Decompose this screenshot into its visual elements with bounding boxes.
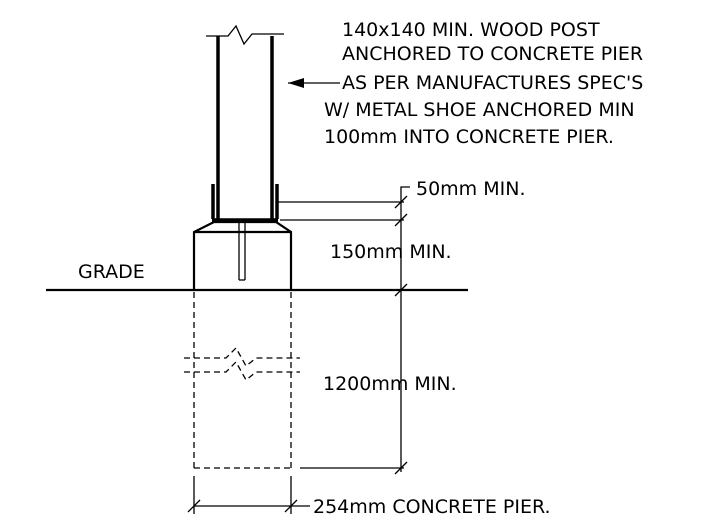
dim-depth-label: 1200mm MIN.: [323, 373, 457, 395]
tick-width-right: [284, 499, 298, 513]
note-line-2: ANCHORED TO CONCRETE PIER: [342, 43, 643, 65]
tick-shoe-base: [394, 213, 408, 227]
note-line-4: W/ METAL SHOE ANCHORED MIN: [324, 99, 635, 121]
vertical-dimensions: 50mm MIN. 150mm MIN. 1200mm MIN.: [278, 178, 525, 475]
pier-break-top: [184, 346, 300, 367]
post-break-symbol: [206, 24, 284, 46]
dim-above-grade-label: 150mm MIN.: [330, 241, 452, 263]
tick-grade: [394, 283, 408, 297]
concrete-pier-top: [192, 220, 293, 290]
dim-width-label: 254mm CONCRETE PIER.: [313, 496, 551, 518]
grade-label: GRADE: [78, 261, 145, 283]
concrete-pier-below-grade: [184, 292, 300, 469]
pier-top-outline: [192, 220, 293, 290]
tick-shoe-top: [394, 195, 408, 209]
dimension-line-vertical: [400, 186, 410, 472]
note-line-1: 140x140 MIN. WOOD POST: [342, 19, 600, 41]
wood-post: [206, 24, 284, 222]
tick-pier-bottom: [394, 461, 408, 475]
dim-shoe-label: 50mm MIN.: [416, 178, 525, 200]
width-dimension: 254mm CONCRETE PIER.: [187, 476, 551, 518]
note-line-3: AS PER MANUFACTURES SPEC'S: [342, 72, 643, 94]
note-leader-arrowhead: [288, 78, 304, 88]
note-line-5: 100mm INTO CONCRETE PIER.: [324, 126, 614, 148]
tick-width-left: [187, 499, 201, 513]
pier-break-bottom: [184, 360, 300, 381]
post-note: 140x140 MIN. WOOD POST ANCHORED TO CONCR…: [288, 19, 643, 148]
